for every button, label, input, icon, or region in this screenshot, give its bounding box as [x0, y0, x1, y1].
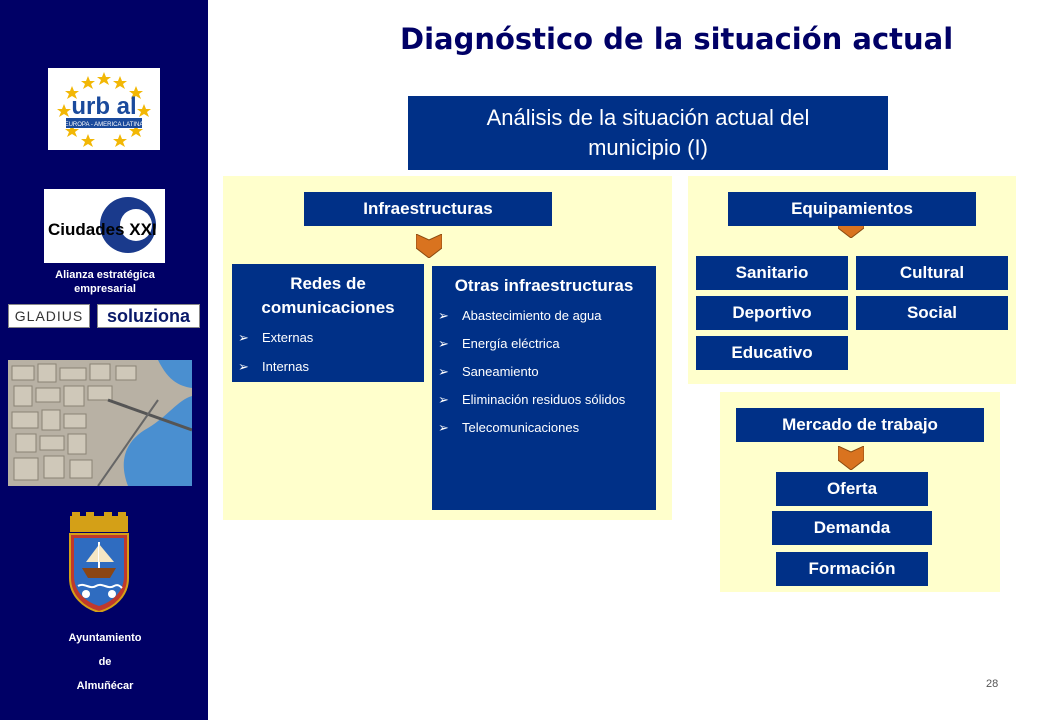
urbal-logo: urb al EUROPA - AMERICA LATINA: [48, 68, 160, 150]
urbal-logo-subtext: EUROPA - AMERICA LATINA: [65, 122, 144, 128]
alianza-line1: Alianza estratégica: [55, 269, 155, 281]
list-item: ➢Energía eléctrica: [438, 336, 560, 351]
arrow-bullet-icon: ➢: [238, 359, 249, 374]
equip-deportivo: Deportivo: [696, 296, 848, 330]
infraestructuras-header: Infraestructuras: [304, 192, 552, 226]
sidebar: urb al EUROPA - AMERICA LATINA Ciudades …: [0, 0, 208, 720]
list-item: ➢Abastecimiento de agua: [438, 308, 602, 323]
mercado-formacion: Formación: [776, 552, 928, 586]
redes-comunicaciones-box: Redes de comunicaciones ➢Externas ➢Inter…: [232, 264, 424, 382]
arrow-bullet-icon: ➢: [438, 308, 449, 323]
alianza-line2: empresarial: [74, 283, 136, 295]
ayto-line3: Almuñécar: [76, 680, 134, 692]
gladius-logo: GLADIUS: [8, 304, 90, 328]
slide-title: Diagnóstico de la situación actual: [400, 22, 954, 56]
list-item: ➢Eliminación residuos sólidos: [438, 392, 626, 407]
otras-title: Otras infraestructuras: [454, 276, 634, 295]
ciudades-xxi-logo: Ciudades XXI: [44, 189, 165, 263]
ayto-line1: Ayuntamiento: [68, 632, 142, 644]
ayuntamiento-text: Ayuntamiento de Almuñécar: [40, 626, 170, 698]
aerial-map-image: [8, 360, 192, 486]
arrow-bullet-icon: ➢: [438, 420, 449, 435]
arrow-bullet-icon: ➢: [438, 364, 449, 379]
alianza-text: Alianza estratégica empresarial: [30, 268, 180, 296]
urbal-logo-text: urb al: [71, 93, 136, 120]
list-item: ➢Externas: [238, 330, 314, 345]
mercado-header: Mercado de trabajo: [736, 408, 984, 442]
arrow-bullet-icon: ➢: [438, 392, 449, 407]
mercado-demanda: Demanda: [772, 511, 932, 545]
soluziona-logo: soluziona: [97, 304, 200, 328]
main-analysis-box: Análisis de la situación actual del muni…: [408, 96, 888, 170]
arrow-down-icon: [838, 446, 864, 470]
ayto-line2: de: [98, 656, 112, 668]
list-item: ➢Telecomunicaciones: [438, 420, 580, 435]
arrow-down-icon: [416, 234, 442, 258]
mercado-oferta: Oferta: [776, 472, 928, 506]
equip-cultural: Cultural: [856, 256, 1008, 290]
ciudades-logo-text: Ciudades XXI: [48, 220, 157, 239]
arrow-bullet-icon: ➢: [238, 330, 249, 345]
otras-infraestructuras-box: Otras infraestructuras ➢Abastecimiento d…: [432, 266, 656, 510]
list-item: ➢Saneamiento: [438, 364, 539, 379]
redes-title: Redes de comunicaciones: [261, 274, 395, 317]
list-item: ➢Internas: [238, 359, 309, 374]
almunecar-coat-of-arms: [64, 512, 134, 614]
equipamientos-header: Equipamientos: [728, 192, 976, 226]
arrow-bullet-icon: ➢: [438, 336, 449, 351]
equip-educativo: Educativo: [696, 336, 848, 370]
equip-social: Social: [856, 296, 1008, 330]
page-number: 28: [986, 678, 999, 690]
equip-sanitario: Sanitario: [696, 256, 848, 290]
